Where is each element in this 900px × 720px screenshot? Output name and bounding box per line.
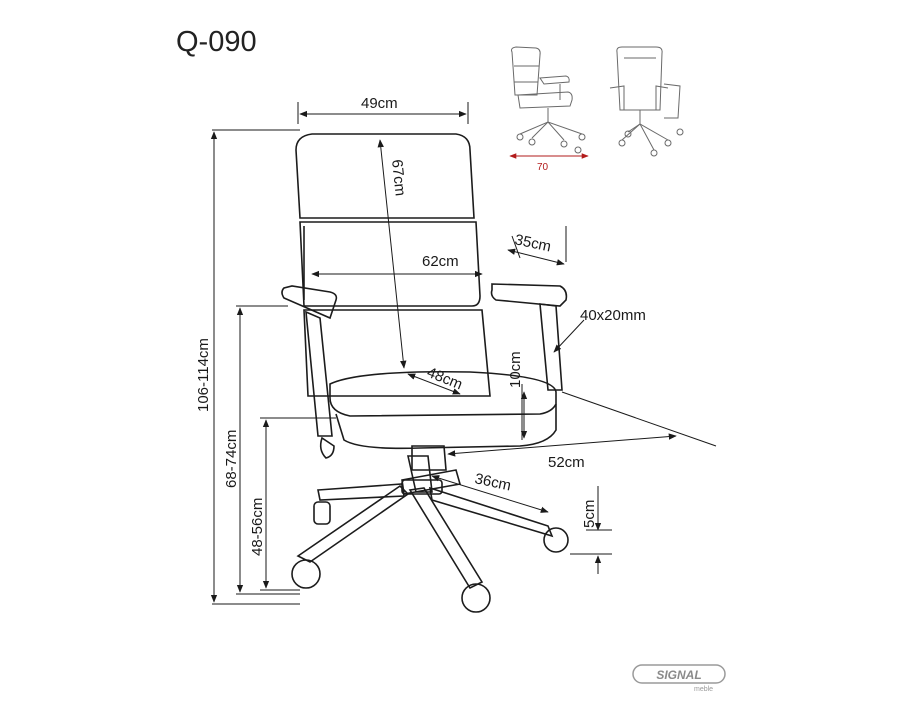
label-back-height: 67cm	[388, 159, 409, 197]
label-armrest-span: 62cm	[422, 253, 459, 270]
thumbnail-depth-label: 70	[537, 162, 549, 173]
dimension-line-seat-width	[447, 433, 677, 457]
label-armrest-above-seat: 10cm	[507, 351, 524, 388]
chair-backrest	[295, 133, 491, 397]
signal-meble-logo: SIGNAL meble	[632, 664, 726, 692]
label-total-height: 106-114cm	[195, 338, 212, 412]
side-view-thumbnail	[511, 46, 586, 154]
label-seat-depth: 48cm	[425, 364, 465, 394]
svg-text:meble: meble	[694, 686, 713, 692]
svg-text:SIGNAL: SIGNAL	[656, 668, 701, 682]
label-caster-height: 5cm	[581, 500, 598, 528]
chair-left-armrest	[281, 285, 338, 437]
dimension-line-armrest-profile	[553, 319, 585, 353]
label-seat-height: 48-56cm	[249, 498, 266, 556]
label-back-width: 49cm	[361, 95, 398, 112]
chair-gas-lift	[319, 436, 447, 493]
chair-right-armrest	[490, 283, 568, 391]
dimension-line-back-height	[377, 139, 407, 369]
back-view-thumbnail	[609, 46, 684, 157]
dimension-line-base-radius	[431, 475, 549, 513]
product-code-title: Q-090	[176, 26, 257, 58]
label-seat-width: 52cm	[548, 454, 585, 471]
dimension-line-armrest-length	[507, 248, 565, 266]
label-armrest-length: 35cm	[513, 231, 552, 255]
label-armrest-height: 68-74cm	[223, 430, 240, 488]
dimension-line-seat-depth	[407, 373, 461, 395]
label-armrest-profile: 40x20mm	[580, 307, 646, 324]
chair-star-base	[291, 469, 569, 613]
